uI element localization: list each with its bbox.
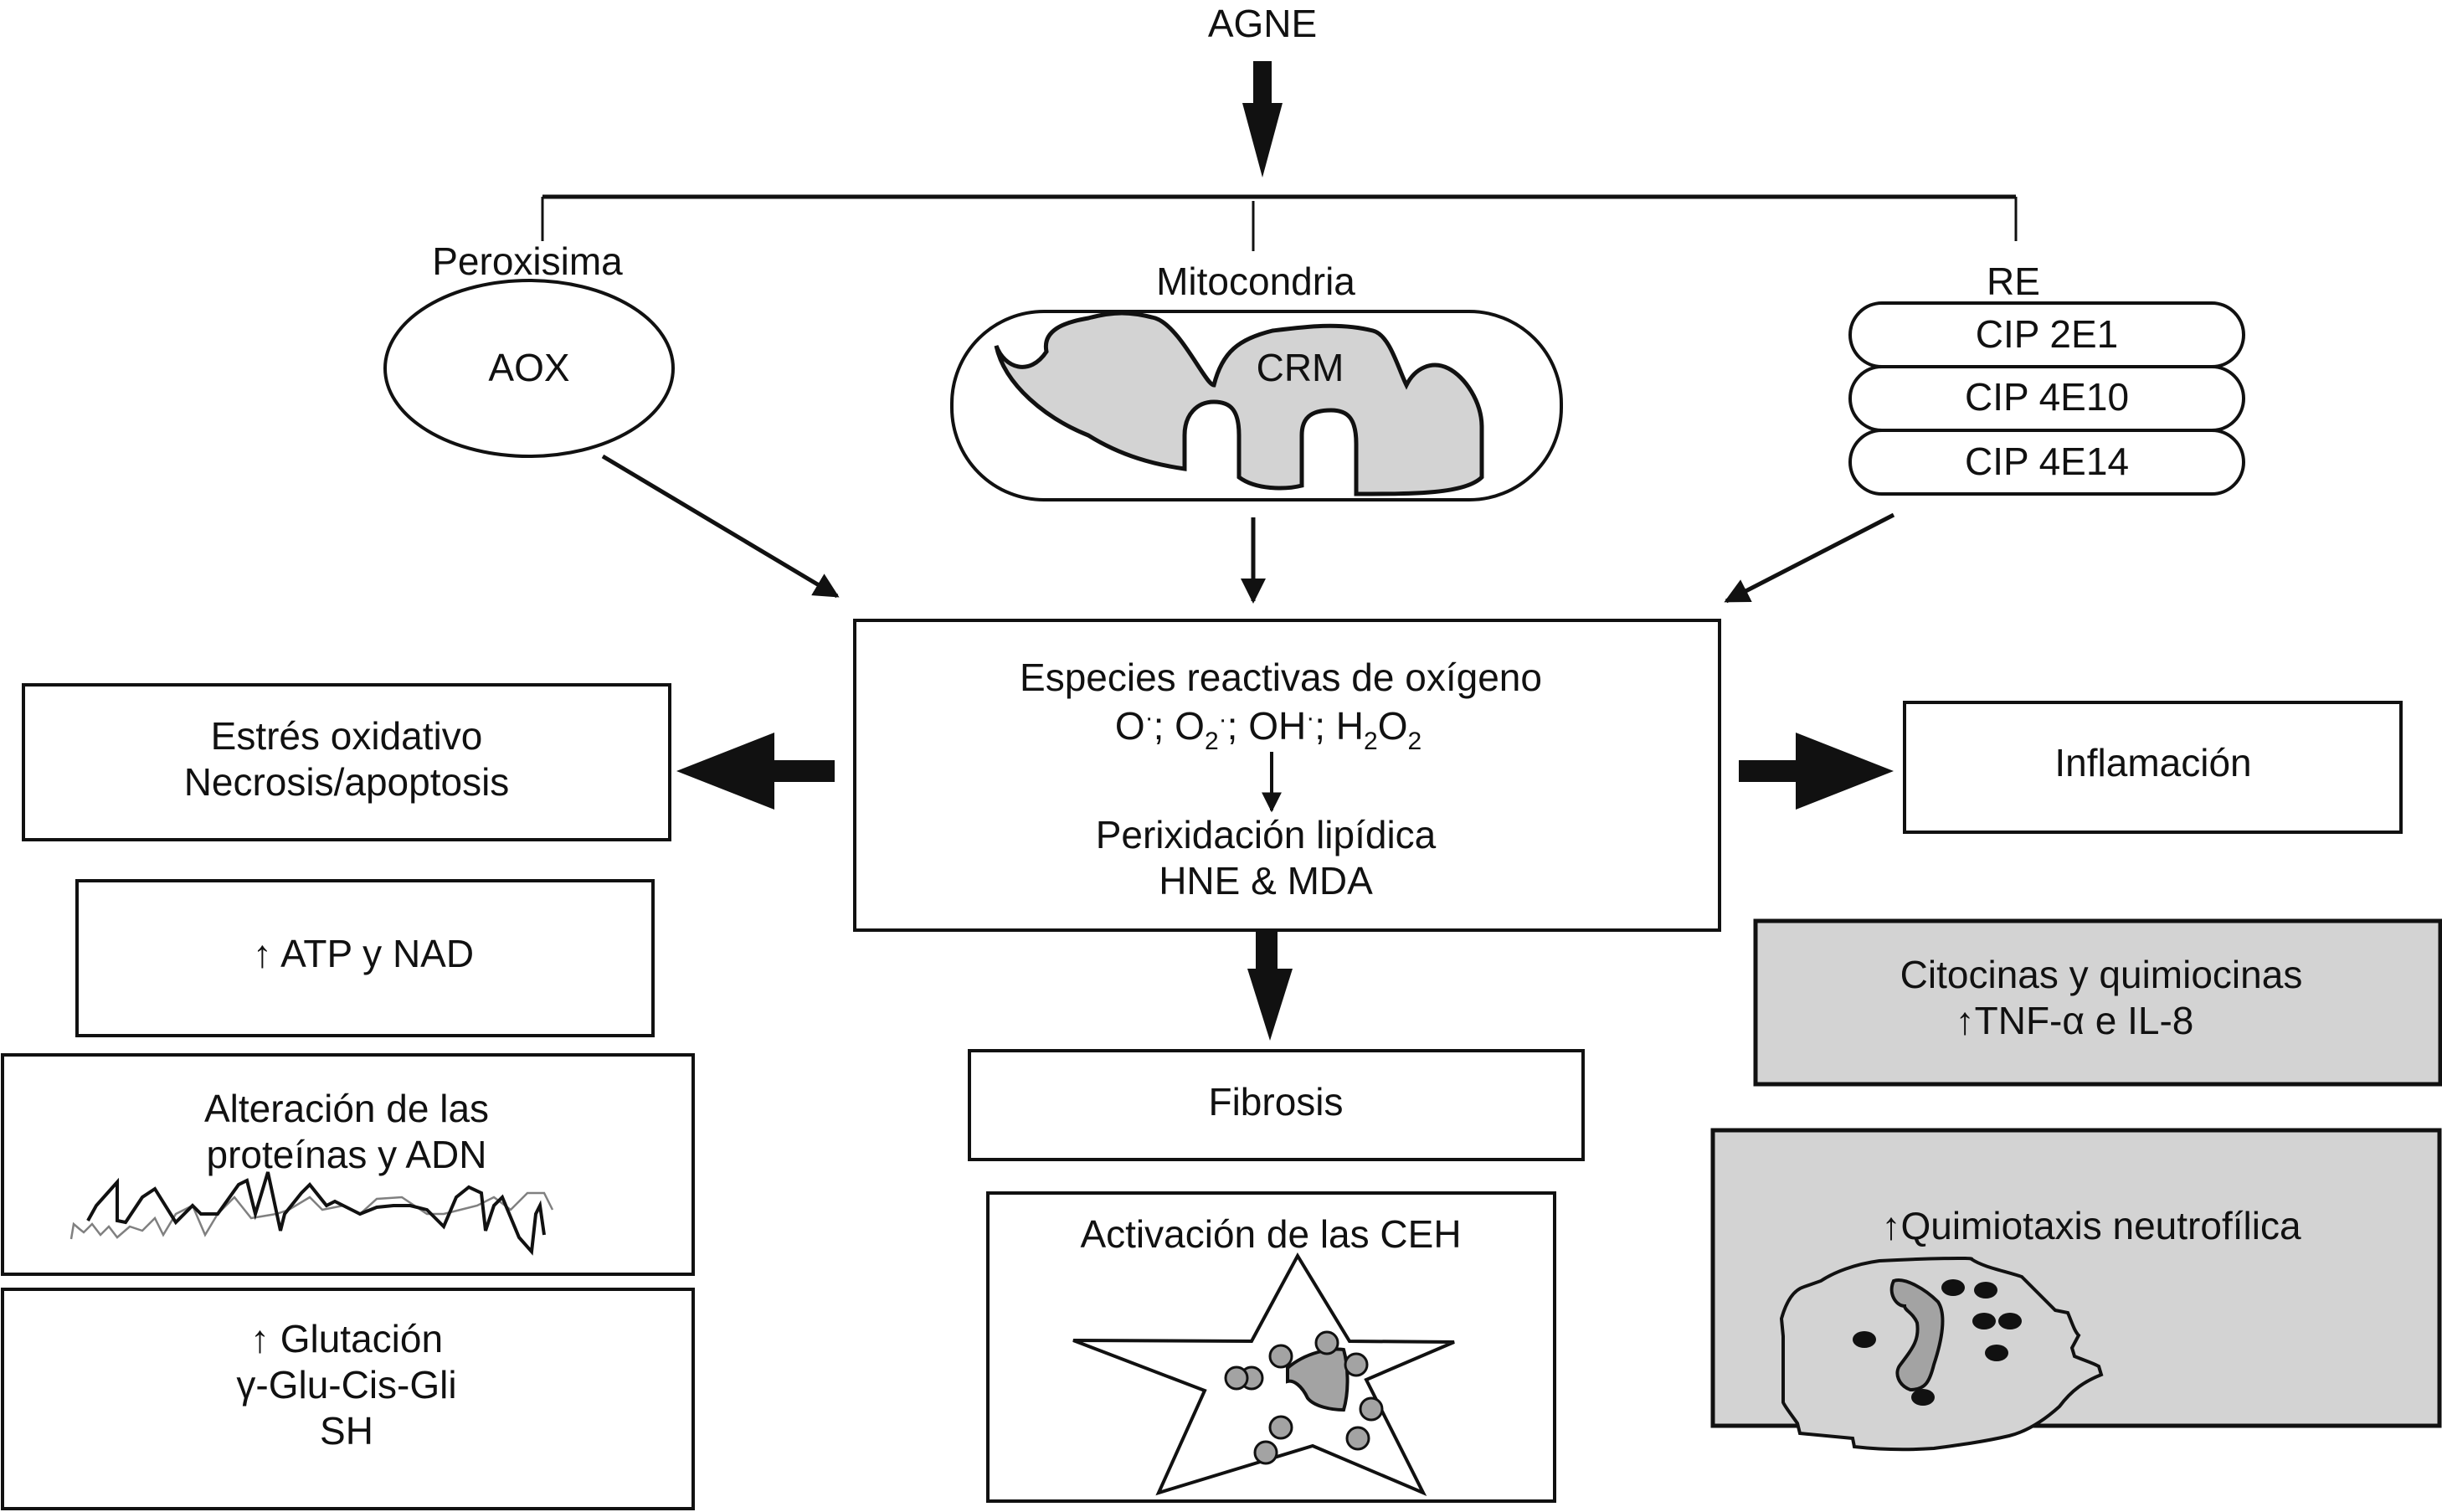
cytokines-line: ↑TNF-α e IL-8 — [1956, 999, 2194, 1042]
aox-label: AOX — [488, 346, 569, 389]
hsc-activation-label: Activación de las CEH — [1080, 1212, 1461, 1256]
er-enzyme: CIP 4E10 — [1965, 375, 2129, 419]
fibrosis-label: Fibrosis — [1208, 1080, 1343, 1124]
er-label: RE — [1987, 260, 2040, 303]
left-big-arrow — [676, 733, 835, 810]
crm-label: CRM — [1257, 346, 1344, 389]
ros-title: Especies reactivas de oxígeno — [1020, 656, 1542, 699]
ros-box — [853, 619, 1721, 932]
glutathione-line: γ-Glu-Cis-Gli — [236, 1363, 456, 1407]
lipid-peroxidation-title: Perixidación lipídica — [1096, 813, 1437, 856]
neutrophil-chemotaxis-label: ↑Quimiotaxis neutrofílica — [1881, 1204, 2301, 1247]
peroxisome-label: Peroxisima — [432, 239, 623, 283]
stellate-cell-icon — [1072, 1252, 1455, 1496]
oxidative-stress-line: Necrosis/apoptosis — [184, 760, 510, 804]
hne-mda-label: HNE & MDA — [1159, 859, 1373, 903]
er-to-ros-arrow — [1724, 512, 1895, 604]
peroxisome-to-ros-arrow — [601, 454, 840, 599]
atp-nad-label: ↑ ATP y NAD — [253, 932, 474, 975]
atp-nad-box — [75, 879, 655, 1037]
er-enzyme: CIP 2E1 — [1976, 312, 2118, 356]
mitochondria-label: Mitocondria — [1156, 260, 1355, 303]
neutrophil-icon — [1779, 1256, 2104, 1452]
branch-bracket — [541, 194, 2018, 251]
protein-dna-line: Alteración de las — [204, 1087, 489, 1130]
oxidative-stress-line: Estrés oxidativo — [211, 714, 483, 758]
protein-dna-line: proteínas y ADN — [207, 1133, 487, 1176]
glutathione-line: ↑ Glutación — [250, 1317, 443, 1360]
glutathione-line: SH — [320, 1409, 373, 1453]
oxidative-stress-box — [22, 683, 671, 841]
agne-title: AGNE — [1208, 2, 1317, 45]
er-cisterna — [1848, 429, 2245, 496]
fibrosis-box — [968, 1049, 1585, 1161]
ros-species: O·; O2·; OH·; H2O2 — [1115, 704, 1422, 755]
glutathione-box — [1, 1288, 695, 1510]
damaged-dna-icon — [69, 1171, 554, 1256]
cytokines-line: Citocinas y quimiocinas — [1900, 953, 2303, 996]
inflammation-label: Inflamación — [2054, 741, 2251, 784]
cytokines-box — [1753, 918, 2442, 1087]
right-big-arrow — [1739, 733, 1894, 810]
down-big-arrow — [1247, 932, 1293, 1041]
mitochondria-cristae — [994, 311, 1484, 496]
inflammation-box — [1903, 701, 2403, 834]
er-enzyme: CIP 4E14 — [1965, 440, 2129, 483]
peroxisome-ellipse — [383, 279, 675, 458]
er-stack — [1848, 301, 2245, 496]
agne-down-arrow — [1242, 61, 1283, 177]
